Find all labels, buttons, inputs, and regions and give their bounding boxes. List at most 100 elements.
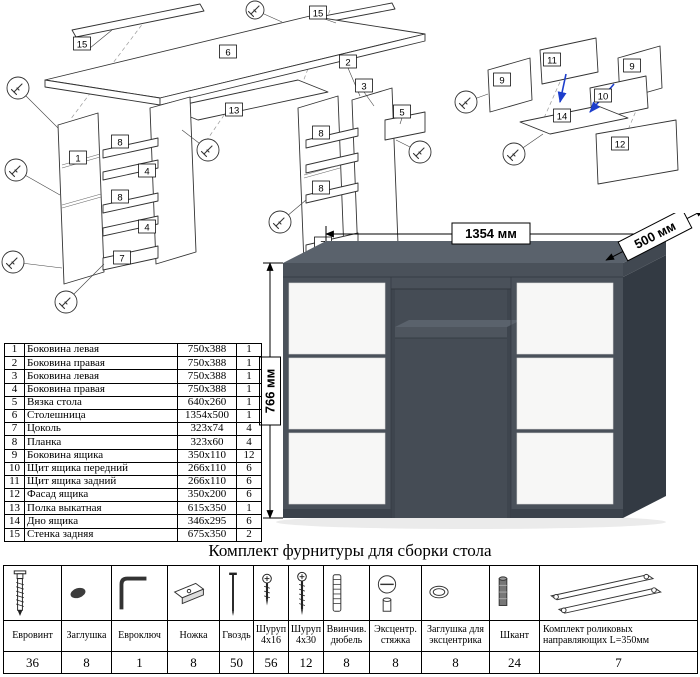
part-name: Столешница (24, 408, 178, 424)
part-label: 15 (309, 5, 327, 20)
svg-text:8: 8 (318, 129, 323, 140)
desk-drawer-front (288, 432, 386, 505)
part-label: 2 (339, 54, 357, 69)
leg-icon (167, 565, 220, 621)
svg-text:4: 4 (144, 167, 149, 178)
desk-right-side (623, 255, 666, 518)
tie-rail-panel (384, 111, 426, 141)
hardware-name: Гвоздь (219, 620, 254, 652)
part-num: 2 (4, 356, 25, 371)
hardware-name: Евровинт (3, 620, 62, 652)
svg-text:11: 11 (547, 56, 557, 67)
part-label: 4 (138, 219, 156, 234)
hardware-qty: 8 (167, 651, 220, 674)
part-size: 675x350 (177, 527, 237, 542)
nail-icon (219, 565, 254, 621)
part-num: 9 (4, 448, 25, 463)
hardware-qty: 7 (539, 651, 698, 674)
part-num: 8 (4, 435, 25, 450)
middle-back-wall (395, 277, 507, 518)
side-panel-left-inner (149, 96, 197, 265)
part-qty: 1 (236, 356, 262, 371)
part-num: 12 (4, 488, 25, 503)
desktop-front-edge (283, 263, 623, 277)
part-name: Цоколь (24, 422, 178, 437)
cam-lock-icon (369, 565, 422, 621)
part-size: 750x388 (177, 356, 237, 371)
hardware-names-row: Евровинт Заглушка Евроключ Ножка Гвоздь … (3, 620, 698, 652)
width-dimension-label: 1354 мм (465, 226, 517, 241)
hardware-icons-row (3, 565, 698, 621)
svg-text:6: 6 (225, 48, 230, 59)
side-panel-left (57, 112, 105, 285)
part-qty: 4 (236, 435, 262, 450)
hardware-name: Ножка (167, 620, 220, 652)
hardware-callouts (454, 90, 544, 166)
cam-cover-icon (421, 565, 490, 621)
part-qty: 4 (236, 422, 262, 437)
hardware-name: Эксцентр. стяжка (369, 620, 422, 652)
part-labels: 9 11 9 10 14 12 (493, 52, 641, 151)
hardware-name: Ввинчив. дюбель (323, 620, 370, 652)
back-panel (71, 3, 205, 38)
hardware-callouts (1, 0, 432, 314)
drawer-slat (305, 152, 359, 174)
part-num: 10 (4, 461, 25, 476)
drawer-slat (305, 127, 359, 149)
part-qty: 1 (236, 382, 262, 397)
hardware-qty: 50 (219, 651, 254, 674)
keyboard-tray-top (395, 320, 521, 327)
svg-text:14: 14 (557, 112, 568, 123)
part-size: 266x110 (177, 474, 237, 490)
part-label: 3 (355, 78, 373, 93)
part-num: 4 (4, 382, 25, 397)
plug-cap-icon (61, 565, 112, 621)
part-label: 9 (623, 58, 641, 73)
svg-text:9: 9 (499, 76, 504, 87)
drawer-facade-panel (595, 119, 679, 185)
part-label: 8 (111, 189, 129, 204)
part-name: Дно ящика (24, 514, 178, 529)
svg-text:7: 7 (119, 254, 124, 265)
desk-drawer-front (516, 282, 614, 355)
hardware-table: Евровинт Заглушка Евроключ Ножка Гвоздь … (3, 565, 698, 674)
part-qty: 6 (236, 514, 262, 529)
hardware-qty-row: 36 8 1 8 50 56 12 8 8 8 24 7 (3, 651, 698, 674)
hardware-name: Шкант (489, 620, 540, 652)
part-label: 11 (543, 52, 561, 67)
desk-body (283, 241, 666, 518)
part-name: Боковина левая (24, 342, 178, 358)
part-size: 750x388 (177, 369, 237, 384)
hardware-qty: 8 (369, 651, 422, 674)
drawer-back-panel (539, 37, 599, 85)
part-label: 6 (219, 44, 237, 59)
part-qty: 6 (236, 474, 262, 490)
hardware-qty: 36 (3, 651, 62, 674)
hardware-name: Евроключ (111, 620, 168, 652)
hardware-kit-title: Комплект фурнитуры для сборки стола (208, 541, 492, 560)
slide-rail-marks (61, 153, 341, 209)
part-name: Стенка задняя (24, 527, 178, 542)
hardware-qty: 8 (323, 651, 370, 674)
wood-dowel-icon (489, 565, 540, 621)
part-size: 323x74 (177, 422, 237, 437)
part-label: 5 (393, 104, 411, 119)
part-name: Боковина правая (24, 382, 178, 397)
part-num: 5 (4, 395, 25, 410)
hardware-name: Заглушка (61, 620, 112, 652)
part-size: 750x388 (177, 342, 237, 358)
hardware-qty: 56 (253, 651, 289, 674)
svg-text:9: 9 (629, 62, 634, 73)
hex-key-icon (111, 565, 168, 621)
height-dimension: 766 мм (259, 262, 283, 519)
part-size: 350x200 (177, 488, 237, 503)
